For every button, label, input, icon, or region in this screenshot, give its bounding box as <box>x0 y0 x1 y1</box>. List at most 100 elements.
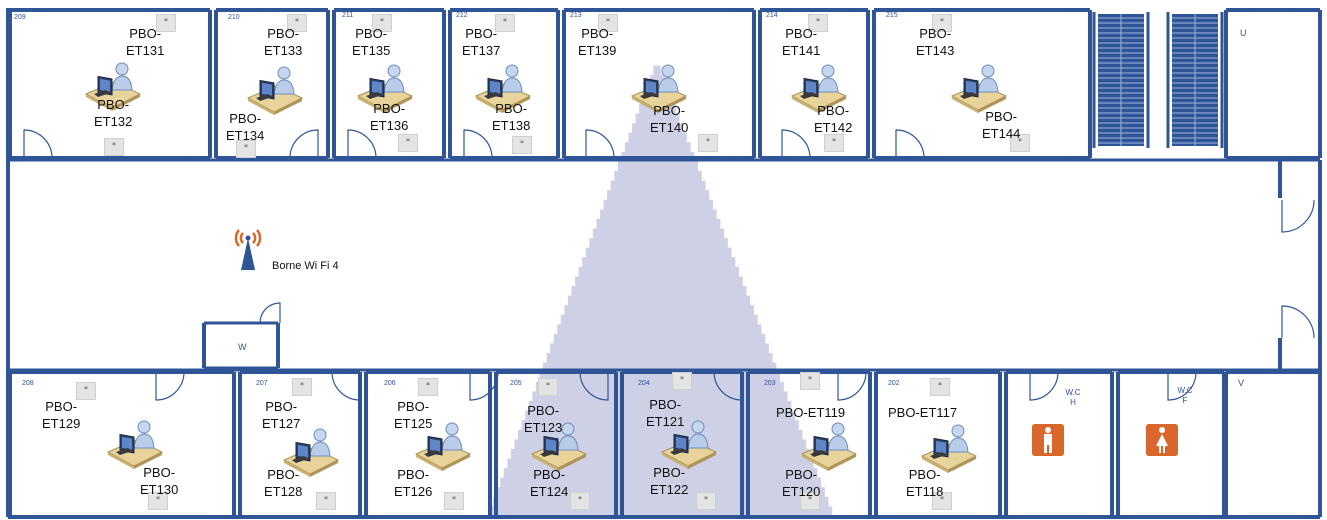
network-socket-icon <box>800 492 820 510</box>
wifi-antenna-icon <box>234 229 262 270</box>
pc-label-a: PBO- ET121 <box>646 397 685 429</box>
workstation-icon <box>630 64 688 113</box>
door-arc <box>469 371 499 401</box>
room-number: 207 <box>256 380 268 387</box>
walls <box>6 8 1322 519</box>
pc-label-b: PBO- ET132 <box>94 97 133 129</box>
room-v-label: V <box>1238 378 1245 388</box>
network-socket-icon <box>418 378 438 396</box>
network-socket-icon <box>287 14 307 32</box>
network-socket-icon <box>932 492 952 510</box>
door-arc <box>585 129 615 159</box>
network-socket-icon <box>292 378 312 396</box>
workstation-icon <box>800 422 858 471</box>
network-socket-icon <box>104 138 124 156</box>
network-socket-icon <box>570 492 590 510</box>
network-socket-icon <box>236 140 256 158</box>
network-socket-icon <box>76 382 96 400</box>
workstation-icon <box>474 64 532 113</box>
workstation-icon <box>530 422 588 471</box>
network-socket-icon <box>672 372 692 390</box>
male-toilet-icon <box>1032 424 1064 456</box>
door-arc <box>1281 199 1315 233</box>
pc-label-a: PBO- ET123 <box>524 403 563 435</box>
wifi-label: Borne Wi Fi 4 <box>272 260 339 272</box>
pc-label-b: PBO- ET126 <box>394 467 433 499</box>
door-arc <box>1281 305 1315 339</box>
door-arc <box>155 371 185 401</box>
pc-label-a: PBO- ET143 <box>916 26 955 58</box>
female-toilet-icon <box>1146 424 1178 456</box>
room-number: 210 <box>228 14 240 21</box>
room-number: 215 <box>886 12 898 19</box>
network-socket-icon <box>698 134 718 152</box>
network-socket-icon <box>1010 134 1030 152</box>
pc-label-a: PBO- ET127 <box>262 399 301 431</box>
network-socket-icon <box>148 492 168 510</box>
wc-men-label: W.C H <box>1065 388 1081 407</box>
room-number: 202 <box>888 380 900 387</box>
room-number: 211 <box>342 12 354 19</box>
network-socket-icon <box>398 134 418 152</box>
network-socket-icon <box>316 492 336 510</box>
room-number: 212 <box>456 12 468 19</box>
pc-label-a: PBO- ET133 <box>264 26 303 58</box>
pc-label-b: PBO- ET138 <box>492 101 531 133</box>
network-socket-icon <box>495 14 515 32</box>
pc-label-b: PBO- ET142 <box>814 103 853 135</box>
network-socket-icon <box>930 378 950 396</box>
pc-label-b: PBO- ET144 <box>982 109 1021 141</box>
door-arc <box>1167 371 1197 401</box>
network-socket-icon <box>808 14 828 32</box>
network-socket-icon <box>932 14 952 32</box>
room-number: 206 <box>384 380 396 387</box>
room-number: 209 <box>14 14 26 21</box>
door-arc <box>781 129 811 159</box>
pc-label-b: PBO- ET130 <box>140 465 179 497</box>
workstation-icon <box>920 424 978 473</box>
room-number: 205 <box>510 380 522 387</box>
doors <box>23 129 1315 401</box>
workstation-icon <box>282 428 340 477</box>
network-socket-icon <box>156 14 176 32</box>
pc-label-a: PBO- ET141 <box>782 26 821 58</box>
network-socket-icon <box>598 14 618 32</box>
room-w-label: W <box>238 342 247 352</box>
pc-label-b: PBO- ET118 <box>906 467 944 499</box>
pc-label-a: PBO- ET125 <box>394 399 433 431</box>
door-arc <box>463 129 493 159</box>
network-socket-icon <box>824 134 844 152</box>
door-arc <box>23 129 53 159</box>
room-u-label: U <box>1240 28 1247 38</box>
pc-label-b: PBO- ET136 <box>370 101 409 133</box>
network-socket-icon <box>538 378 558 396</box>
door-arc <box>1029 371 1059 401</box>
door-arc <box>713 371 743 401</box>
room-number: 204 <box>638 380 650 387</box>
room-number: 214 <box>766 12 778 19</box>
pc-label-b: PBO- ET120 <box>782 467 821 499</box>
network-socket-icon <box>444 492 464 510</box>
room-number: 203 <box>764 380 776 387</box>
room-number: 208 <box>22 380 34 387</box>
network-socket-icon <box>512 136 532 154</box>
pc-label-b: PBO- ET128 <box>264 467 303 499</box>
workstation-icon <box>414 422 472 471</box>
door-arc <box>579 371 609 401</box>
pc-label-a: PBO-ET117 <box>888 405 958 420</box>
pc-label-a: PBO- ET131 <box>126 26 165 58</box>
workstation-icon <box>356 64 414 113</box>
workstation-icon <box>660 420 718 469</box>
pc-label-a: PBO- ET135 <box>352 26 391 58</box>
door-arc <box>895 129 925 159</box>
network-socket-icon <box>800 372 820 390</box>
workstation-icon <box>106 420 164 469</box>
stairs <box>1098 14 1218 146</box>
network-socket-icon <box>696 492 716 510</box>
workstation-icon <box>84 62 142 111</box>
workstation-icon <box>950 64 1008 113</box>
workstation-icon <box>790 64 848 113</box>
room-number: 213 <box>570 12 582 19</box>
pc-label-b: PBO- ET122 <box>650 465 689 497</box>
